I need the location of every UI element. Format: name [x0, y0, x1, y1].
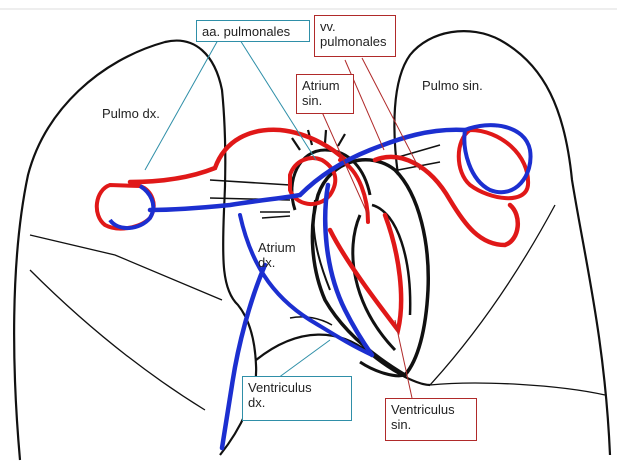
right-lung-fissure-lower	[30, 270, 205, 410]
label-atrium-dx-line1: Atrium	[258, 240, 296, 255]
box-atrium-sin: Atrium sin.	[296, 74, 354, 114]
right-pulmonary-vein	[130, 130, 345, 182]
box-ventriculus-sin: Ventriculus sin.	[385, 398, 477, 441]
left-lung-base	[430, 383, 605, 395]
box-vv-pulmonales-line2: pulmonales	[320, 34, 390, 49]
left-ventricle-red	[330, 215, 401, 330]
pointer-aa-pulmonales-right	[145, 40, 218, 170]
pointer-ventriculus-dx	[278, 340, 330, 378]
vein-to-atrium	[340, 160, 368, 222]
left-ventricle-wall	[372, 205, 410, 315]
box-ventriculus-sin-line1: Ventriculus	[391, 402, 471, 417]
interventricular-septum	[353, 215, 395, 350]
label-pulmo-sin: Pulmo sin.	[422, 78, 483, 93]
right-lung-capillary-blue	[110, 186, 153, 228]
box-ventriculus-dx-line2: dx.	[248, 395, 346, 410]
box-vv-pulmonales-line1: vv.	[320, 19, 390, 34]
box-aa-pulmonales-text: aa. pulmonales	[202, 24, 304, 39]
box-atrium-sin-line1: Atrium	[302, 78, 348, 93]
label-pulmo-dx: Pulmo dx.	[102, 106, 160, 121]
box-atrium-sin-line2: sin.	[302, 93, 348, 108]
box-ventriculus-dx: Ventriculus dx.	[242, 376, 352, 421]
right-lung-fissure	[30, 235, 222, 300]
box-aa-pulmonales: aa. pulmonales	[196, 20, 310, 42]
box-ventriculus-dx-line1: Ventriculus	[248, 380, 346, 395]
box-vv-pulmonales: vv. pulmonales	[314, 15, 396, 57]
hilum-vessel	[260, 212, 290, 218]
label-atrium-dx: Atrium dx.	[258, 240, 296, 270]
left-lung-fissure	[430, 205, 555, 385]
label-atrium-dx-line2: dx.	[258, 255, 296, 270]
box-ventriculus-sin-line2: sin.	[391, 417, 471, 432]
pointer-vv-pulmonales-2	[362, 58, 420, 170]
right-lung-outline	[14, 41, 256, 460]
pointer-ventriculus-sin	[395, 320, 412, 398]
